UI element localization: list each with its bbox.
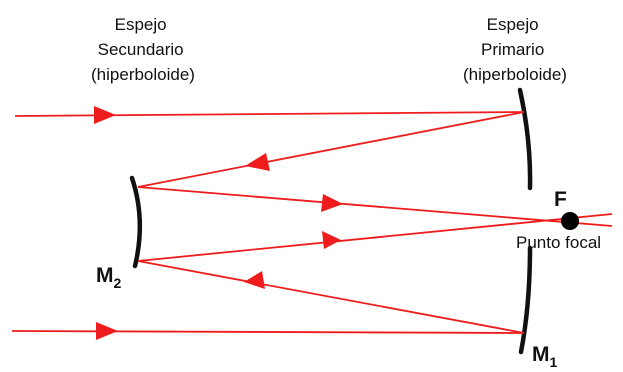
ray-reflect-bottom <box>137 260 525 334</box>
primary-label-line-2: Primario <box>481 40 544 59</box>
ray-to-focus-top <box>137 186 613 227</box>
ray-incoming-top <box>14 111 525 117</box>
m1-label: M1 <box>532 343 558 370</box>
focal-point-label: Punto focal <box>516 233 601 252</box>
arrowhead-reflect-bottom <box>244 271 265 289</box>
ray-arrowheads <box>94 106 343 340</box>
arrowhead-to-focus-top <box>321 194 343 212</box>
primary-label-line-3: (hiperboloide) <box>463 65 567 84</box>
arrowhead-reflect-top <box>245 153 270 171</box>
secondary-label-line-1: Espejo <box>115 15 167 34</box>
arrowhead-incoming-top <box>94 106 116 124</box>
primary-label-line-1: Espejo <box>487 15 539 34</box>
light-rays <box>11 111 613 334</box>
primary-mirror-label: Espejo Primario (hiperboloide) <box>463 15 567 84</box>
m2-label: M2 <box>96 264 122 291</box>
arrowhead-to-focus-bottom <box>322 231 341 249</box>
focal-point-dot <box>561 212 579 230</box>
secondary-label-line-3: (hiperboloide) <box>91 65 195 84</box>
secondary-mirror <box>129 175 143 269</box>
m1-label-sub: 1 <box>550 354 558 370</box>
m1-label-main: M <box>532 343 550 366</box>
m2-label-sub: 2 <box>114 275 122 291</box>
ray-to-focus-bottom <box>137 213 613 262</box>
secondary-label-line-2: Secundario <box>98 40 184 59</box>
ray-reflect-top <box>137 111 525 188</box>
m2-label-main: M <box>96 264 114 287</box>
primary-mirror-lower <box>518 245 533 355</box>
arrowhead-incoming-bottom <box>96 322 118 340</box>
ray-incoming-bottom <box>11 330 525 334</box>
secondary-mirror-label: Espejo Secundario (hiperboloide) <box>91 15 195 84</box>
primary-mirror-upper <box>517 87 533 191</box>
focal-letter-label: F <box>554 188 567 211</box>
